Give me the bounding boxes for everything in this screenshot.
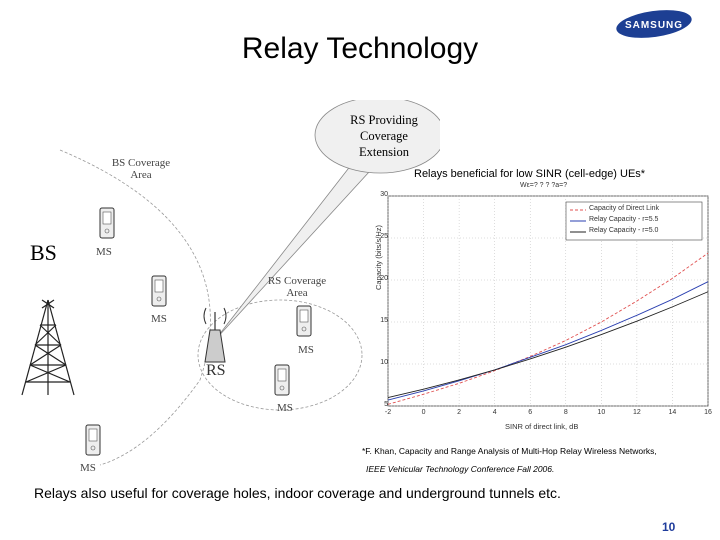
rs-coverage-label: RS Coverage Area [264,275,330,299]
capacity-chart [387,195,709,407]
series-lines [387,252,709,405]
ms-label: MS [277,402,293,414]
x-tick-label: 2 [457,409,462,416]
citation-line-1: *F. Khan, Capacity and Range Analysis of… [362,446,657,456]
rs-label: RS [206,362,226,379]
series-line [387,252,709,405]
bs-coverage-label: BS Coverage Area [108,157,174,181]
callout-text: RS Providing Coverage Extension [336,112,432,160]
ms-label: MS [151,313,167,325]
ms-phone-icon [274,364,290,396]
bs-tower-icon [21,299,75,396]
y-tick-label: 30 [380,191,388,198]
x-tick-label: 8 [563,409,568,416]
slide-title: Relay Technology [241,32,479,65]
chart-title: Wε=? ? ? ?a=? [520,182,568,189]
rs-coverage-area [197,299,363,411]
relays-note: Relays beneficial for low SINR (cell-edg… [414,168,646,180]
bs-coverage-line: BS Coverage [111,157,171,169]
callout-line: Coverage [360,129,408,143]
ms-phone-icon [99,207,115,239]
x-tick-label: 0 [421,409,426,416]
rs-coverage-line: Area [286,287,308,299]
legend-entry: Relay Capacity - r=5.5 [589,216,659,223]
relay-network-diagram [21,100,440,466]
callout-bubble [314,100,440,174]
bs-coverage-arc [59,149,211,466]
y-tick-label: 20 [380,275,388,282]
ms-label: MS [298,344,314,356]
callout-line: RS Providing [350,113,418,127]
callout-line: Extension [359,145,409,159]
legend-entry: Capacity of Direct Link [589,205,660,212]
y-tick-label: 15 [380,317,388,324]
x-tick-label: 14 [668,409,677,416]
series-line [387,291,709,399]
series-line [387,281,709,401]
ms-phone-icon [85,424,101,456]
x-tick-label: 16 [704,409,712,416]
x-tick-label: 4 [492,409,497,416]
citation-line-2: IEEE Vehicular Technology Conference Fal… [366,464,555,474]
bs-coverage-line: Area [130,169,152,181]
rs-relay-station-icon [203,307,227,363]
samsung-logo: SAMSUNG [616,10,692,38]
x-tick-label: 12 [632,409,641,416]
y-axis-label: Capacity (bits/s/Hz) [374,224,383,290]
rs-coverage-line: RS Coverage [267,275,327,287]
x-axis-label: SINR of direct link, dB [505,422,579,431]
logo-text: SAMSUNG [625,20,683,31]
bottom-statement: Relays also useful for coverage holes, i… [34,485,561,501]
y-tick-label: 25 [380,233,388,240]
bs-label: BS [30,240,57,265]
ms-label: MS [96,246,112,258]
x-tick-label: 6 [528,409,533,416]
legend-box [565,201,703,241]
ms-label: MS [80,462,96,474]
legend-entry: Relay Capacity - r=5.0 [589,227,659,234]
y-tick-label: 10 [380,359,388,366]
x-tick-label: -2 [384,409,392,416]
ms-phone-icon [151,275,167,307]
y-tick-label: 5 [384,401,388,408]
ms-phone-icon [296,305,312,337]
chart-legend [565,201,703,241]
page-number: 10 [662,520,676,534]
x-tick-label: 10 [597,409,606,416]
